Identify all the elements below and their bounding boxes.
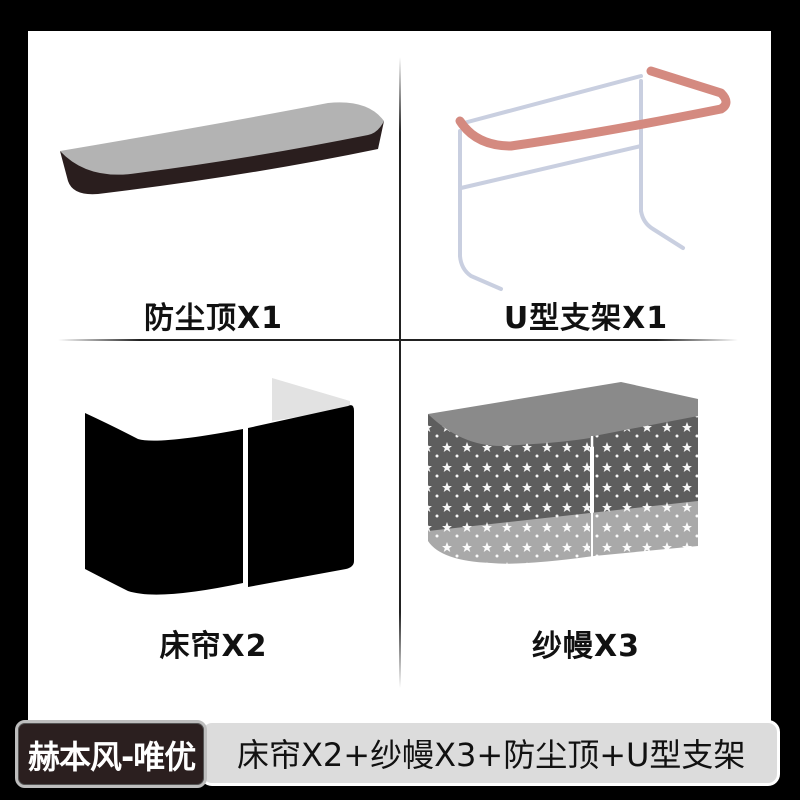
item-label: 纱幔X3 [531,629,640,664]
u-shaped-frame-icon [455,66,731,291]
item-bed-curtain: 床帘X2 [28,341,399,701]
item-u-frame: U型支架X1 [401,31,771,340]
package-summary-text: 床帘X2+纱幔X3+防尘顶+U型支架 [237,736,746,774]
style-badge-text: 赫本风-唯优 [28,738,196,776]
vertical-divider [399,57,401,688]
item-label: 防尘顶X1 [143,301,283,336]
item-dust-cover: 防尘顶X1 [28,31,399,340]
star-mesh-curtain-icon [428,382,698,581]
item-mesh-curtain: 纱幔X3 [401,341,771,701]
dust-cover-top-icon [60,102,384,195]
package-summary-bar [200,720,780,786]
style-badge [15,720,207,788]
horizontal-divider [58,339,738,341]
item-label: 床帘X2 [159,629,268,664]
item-label: U型支架X1 [503,301,669,336]
bed-curtain-icon [85,378,354,595]
